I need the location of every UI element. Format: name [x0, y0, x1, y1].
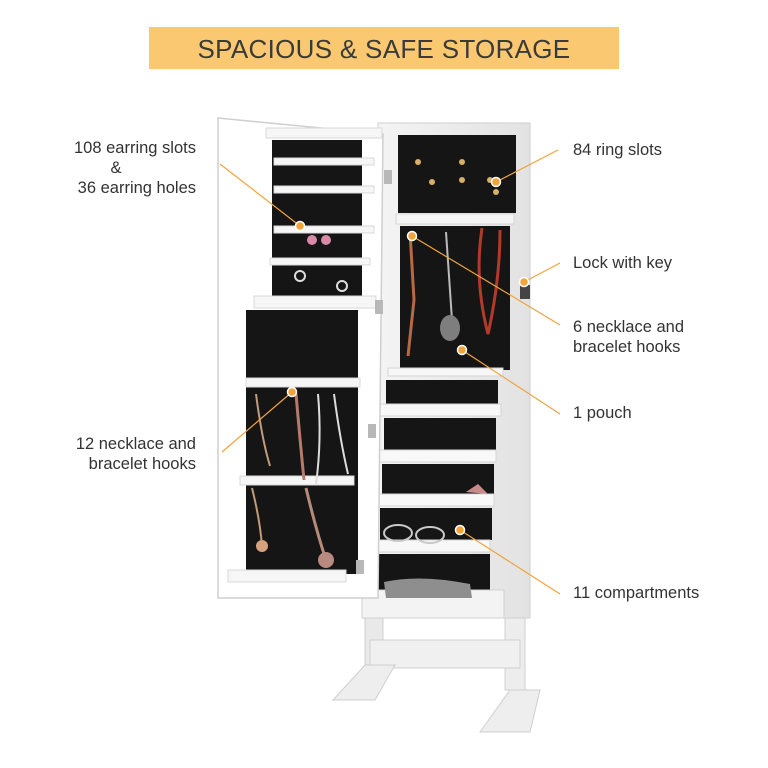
- compartments-text: 11 compartments: [573, 584, 700, 602]
- pouch-text: 1 pouch: [573, 404, 632, 422]
- ring-slots-label: 84 ring slots: [573, 140, 743, 160]
- cabinet-body: [361, 122, 531, 619]
- earring-holes-text: 36 earring holes: [77, 179, 196, 197]
- earring-slots-label: 108 earring slots & 36 earring holes: [36, 138, 196, 198]
- six-hooks-text-2: bracelet hooks: [573, 338, 681, 356]
- mirror-door: [217, 117, 392, 599]
- twelve-hooks-text-1: 12 necklace and: [75, 435, 196, 453]
- title-banner: SPACIOUS & SAFE STORAGE: [149, 27, 619, 69]
- pouch-label: 1 pouch: [573, 403, 743, 423]
- six-hooks-text-1: 6 necklace and: [573, 318, 684, 336]
- six-hooks-label: 6 necklace and bracelet hooks: [573, 317, 743, 357]
- earring-slots-text: 108 earring slots: [74, 139, 196, 157]
- page-title: SPACIOUS & SAFE STORAGE: [197, 34, 571, 64]
- earring-ampersand-text: &: [110, 159, 122, 177]
- twelve-hooks-text-2: bracelet hooks: [88, 455, 196, 473]
- ring-slots-text: 84 ring slots: [573, 141, 662, 159]
- lock-label: Lock with key: [573, 253, 743, 273]
- compartments-label: 11 compartments: [573, 583, 743, 603]
- callout-dots: [286, 176, 530, 536]
- lock-text: Lock with key: [573, 254, 673, 272]
- callout-lines: [219, 149, 561, 595]
- twelve-hooks-label: 12 necklace and bracelet hooks: [36, 434, 196, 474]
